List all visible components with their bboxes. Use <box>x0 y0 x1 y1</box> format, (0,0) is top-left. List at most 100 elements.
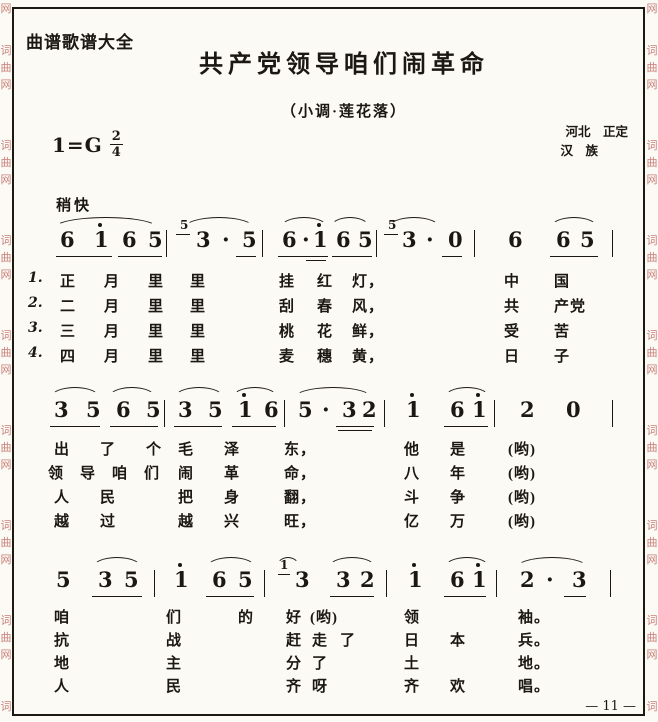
watermark-char: 网 <box>0 174 12 186</box>
time-signature: 2 4 <box>109 130 123 159</box>
note: 5 <box>358 227 373 252</box>
watermark-right: 网词曲网词曲网词曲网词曲网词曲网词曲网词曲网词 <box>646 0 658 722</box>
lyric-syllable: 咱 <box>54 610 71 626</box>
lyric-syllable: 齐 <box>404 679 421 695</box>
lyric-syllable: 把 <box>178 490 195 506</box>
watermark-char: 词 <box>646 425 658 437</box>
lyric-syllable: 们 <box>166 610 183 626</box>
lyric-syllable: 桃 <box>279 324 296 340</box>
note: 3 <box>342 397 357 422</box>
lyric-syllable: 里 <box>190 349 207 365</box>
note: 5 <box>56 567 71 592</box>
octave-dot <box>178 563 182 567</box>
lyric-syllable: 土 <box>404 656 421 672</box>
lyric-syllable: 国 <box>554 274 571 290</box>
watermark-char: 网 <box>0 649 12 661</box>
note: 3 <box>402 227 417 252</box>
watermark-char: 曲 <box>646 442 658 454</box>
lyric-syllable: 争 <box>450 490 467 506</box>
lyric-syllable: 鲜， <box>352 324 385 340</box>
note: 6 <box>212 567 227 592</box>
note: 6 <box>450 567 465 592</box>
lyric-syllable: 齐 <box>286 679 303 695</box>
barline <box>262 230 263 257</box>
beam-line <box>206 596 254 597</box>
lyric-syllable: 战 <box>166 633 183 649</box>
watermark-char: 网 <box>646 459 658 471</box>
watermark-char: 网 <box>646 554 658 566</box>
watermark-char: 词 <box>646 330 658 342</box>
lyric-syllable: 人 <box>54 490 71 506</box>
lyric-syllable: 人 <box>54 679 71 695</box>
grace-beam-line <box>176 234 190 235</box>
note: 5 <box>86 397 101 422</box>
lyric-syllable: 翻， <box>284 490 317 506</box>
lyric-syllable: 主 <box>166 656 183 672</box>
note: 0 <box>566 397 581 422</box>
slur-arc <box>280 217 328 228</box>
lyric-syllable: (哟) <box>508 490 536 506</box>
note: 3 <box>295 567 310 592</box>
slur-arc <box>174 387 224 398</box>
lyric-syllable: 民 <box>100 490 117 506</box>
lyric-syllable: 共 <box>504 299 521 315</box>
lyric-syllable: 花 <box>317 324 334 340</box>
watermark-char: 网 <box>646 79 658 91</box>
lyric-syllable: 苦 <box>554 324 571 340</box>
lyric-syllable: 春 <box>317 299 334 315</box>
note: 5 <box>208 397 223 422</box>
slur-arc <box>516 557 588 568</box>
note: 5 <box>124 567 139 592</box>
verse-number: 2. <box>28 295 43 311</box>
lyric-syllable: 兵。 <box>518 633 551 649</box>
lyric-syllable: 穗 <box>317 349 334 365</box>
barline <box>494 400 495 427</box>
lyric-syllable: 好 <box>286 610 303 626</box>
watermark-char: 曲 <box>0 537 12 549</box>
note: 5 <box>580 227 595 252</box>
lyric-syllable: 四 <box>60 349 77 365</box>
beam-line <box>444 426 488 427</box>
watermark-char: 网 <box>0 79 12 91</box>
lyric-syllable: 民 <box>166 679 183 695</box>
origin-info: 河北 正定 汉 族 <box>560 123 628 162</box>
watermark-char: 词 <box>0 235 12 247</box>
watermark-char: 词 <box>646 45 658 57</box>
lyric-syllable: 本 <box>450 633 467 649</box>
note: 6 <box>450 397 465 422</box>
lyric-syllable: 走 <box>312 633 329 649</box>
note: 3 <box>336 567 351 592</box>
lyric-syllable: 了 <box>100 442 117 458</box>
note: 2 <box>520 567 535 592</box>
note: 3 <box>196 227 211 252</box>
note: 0 <box>448 227 463 252</box>
lyric-syllable: 了 <box>312 656 329 672</box>
beam-line-sixteenth <box>338 430 372 431</box>
lyric-syllable: (哟) <box>310 610 338 626</box>
watermark-char: 词 <box>646 615 658 627</box>
page-border <box>12 7 645 716</box>
octave-dot <box>410 393 414 397</box>
lyric-syllable: 亿 <box>404 514 421 530</box>
note: 2 <box>362 397 377 422</box>
watermark-char: 网 <box>646 649 658 661</box>
note: 6 <box>264 397 279 422</box>
lyric-syllable: 二 <box>60 299 77 315</box>
grace-beam-line <box>384 234 398 235</box>
watermark-char: 曲 <box>0 62 12 74</box>
lyric-syllable: 月 <box>104 299 121 315</box>
lyric-syllable: 的 <box>238 610 255 626</box>
watermark-left: 网词曲网词曲网词曲网词曲网词曲网词曲网词曲网词 <box>0 0 12 722</box>
lyric-syllable: (哟) <box>508 466 536 482</box>
beam-line <box>278 256 328 257</box>
key-tonic: 1=G <box>52 132 103 157</box>
lyric-syllable: 身 <box>224 490 241 506</box>
lyric-syllable: 领 <box>404 610 421 626</box>
beam-line <box>92 596 142 597</box>
duration-dot: · <box>546 567 554 593</box>
note: 1 <box>313 223 328 252</box>
lyric-syllable: 麦 <box>279 349 296 365</box>
origin-region: 河北 正定 <box>565 125 628 139</box>
barline <box>612 400 613 427</box>
lyric-syllable: 抗 <box>54 633 71 649</box>
